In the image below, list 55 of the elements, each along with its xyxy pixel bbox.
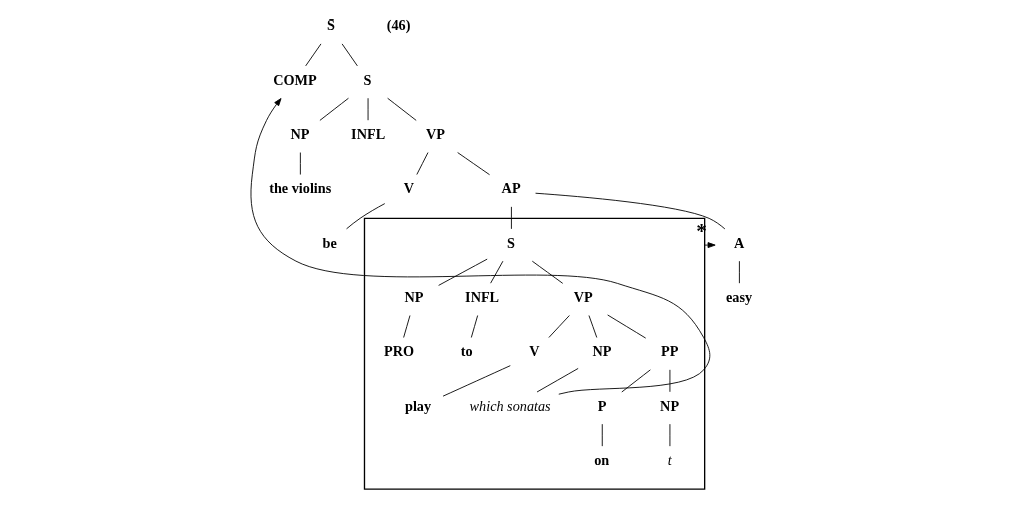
connector — [490, 260, 504, 284]
connector — [341, 43, 358, 67]
connector — [738, 260, 740, 284]
node-text: NP — [592, 343, 612, 360]
connector — [416, 152, 429, 175]
node-text: NP — [404, 288, 424, 305]
node-text: S̄ — [327, 17, 336, 34]
connector — [387, 97, 417, 121]
connector — [535, 192, 726, 230]
node-text: S — [506, 234, 515, 251]
connector — [346, 203, 386, 230]
connector — [669, 369, 671, 393]
node-text: play — [405, 397, 432, 414]
connector — [588, 315, 598, 338]
node-text: A — [734, 234, 745, 251]
node-text: INFL — [351, 125, 386, 142]
node-text: P — [597, 397, 607, 414]
node-text: NP — [290, 125, 310, 142]
node-text: be — [322, 234, 337, 251]
node-text: easy — [726, 288, 753, 305]
node-text: on — [594, 451, 610, 468]
node-text: which sonatas — [469, 397, 551, 414]
arrow — [250, 98, 711, 395]
node-text: the violins — [269, 180, 332, 197]
connector — [305, 43, 322, 67]
connector — [457, 152, 491, 176]
connector — [470, 315, 479, 338]
node-text: AP — [501, 180, 521, 197]
connector — [510, 206, 512, 230]
node-text: PRO — [384, 343, 415, 360]
node-text: COMP — [273, 71, 317, 88]
node-text: INFL — [465, 288, 500, 305]
node-text: VP — [573, 288, 593, 305]
node-text: to — [460, 343, 473, 360]
node-text: NP — [660, 397, 680, 414]
label: (46) — [386, 17, 411, 34]
node-text: VP — [425, 125, 445, 142]
node-text: S — [363, 71, 372, 88]
connector — [607, 314, 647, 339]
node-text: V — [403, 180, 414, 197]
connector — [403, 315, 411, 338]
connector — [531, 260, 564, 284]
arrow — [704, 242, 716, 249]
node-text: PP — [661, 343, 679, 360]
connector — [442, 365, 511, 397]
connector — [621, 369, 651, 393]
connector — [601, 423, 603, 447]
connector — [299, 152, 301, 175]
connector — [319, 97, 349, 121]
connector — [548, 315, 570, 338]
cluster — [363, 217, 706, 490]
connector — [438, 258, 488, 286]
node-text: t — [667, 451, 672, 468]
connector — [536, 368, 579, 393]
node-text: V — [529, 343, 540, 360]
